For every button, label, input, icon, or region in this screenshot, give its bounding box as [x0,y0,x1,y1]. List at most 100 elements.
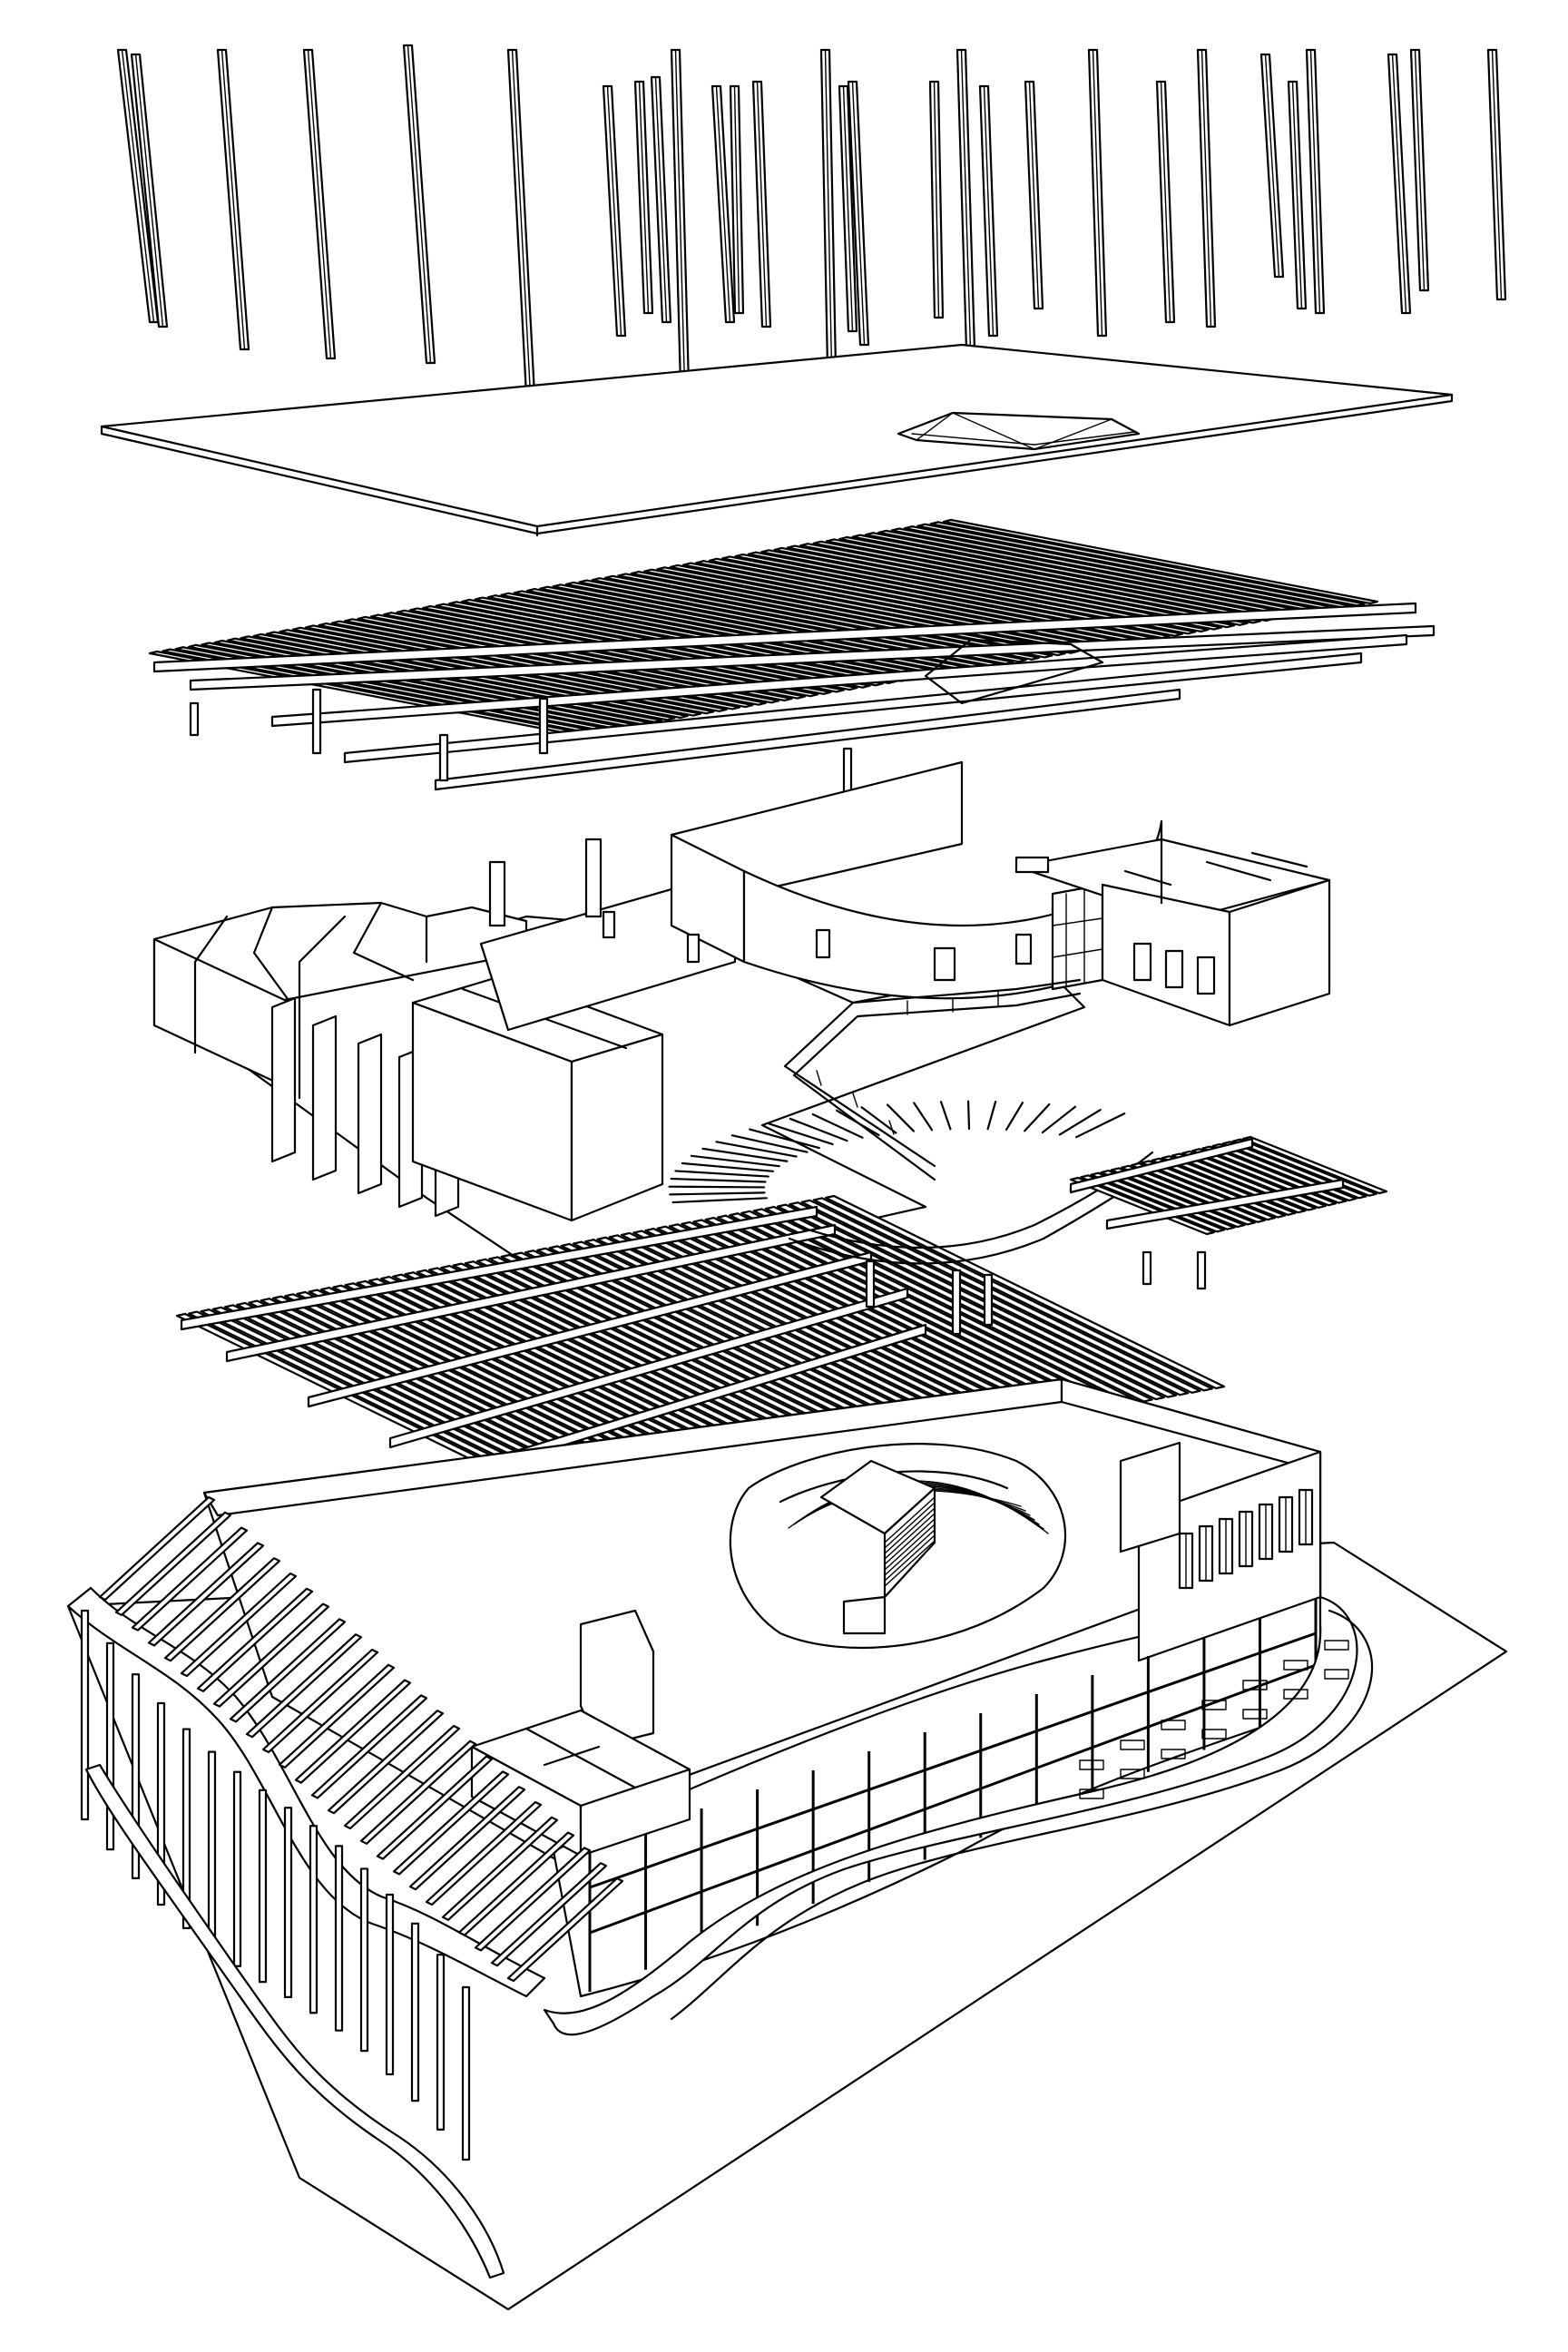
pergola-rafter-18 [376,1755,494,1860]
pergola-base-curve [84,1763,505,2279]
stair-tread-6 [884,1524,936,1571]
floor-joist-51 [776,1203,1178,1398]
pergola-column-8 [258,1788,268,1984]
fan-rib-11 [749,1128,820,1150]
column-edge-16 [851,81,866,346]
pergola-column-9 [283,1807,293,1998]
pergola-rafter-26 [506,1877,624,1983]
seat-11 [1201,1729,1227,1740]
fan-rib-19 [939,1101,952,1131]
stair-tread-3 [884,1507,936,1554]
column-edge-8 [638,81,650,314]
column-edge-25 [1291,81,1303,309]
roof-joist-16 [344,618,780,704]
seat-14 [1324,1669,1349,1680]
floor-beam-4 [388,1287,909,1449]
roof-joist-49 [773,546,1210,633]
pergola-column-14 [410,1922,420,2102]
pergola-column-1 [80,1609,90,1821]
pergola-rafter-4 [147,1542,265,1647]
pergola-rafter-2 [114,1511,232,1616]
seat-1 [1079,1759,1104,1770]
stair-tread-7 [884,1529,936,1576]
roof-slab-top [100,343,1454,535]
seat-10 [1161,1749,1186,1759]
floor-beam-1 [180,1205,818,1331]
stair [819,1459,936,1635]
internal-partition [579,1609,655,1749]
column-edge-1 [121,49,155,323]
fan-rib-8 [701,1147,789,1162]
column-edge-29 [1491,49,1503,300]
fan-post-5 [1196,1250,1207,1290]
fan-post-2 [951,1269,962,1336]
fan-rib-20 [966,1100,971,1131]
pergola-rafter-25 [490,1862,608,1967]
seat-7 [1324,1640,1349,1651]
transom-1 [589,1632,1317,1889]
pergola-column-16 [461,1985,471,2161]
roof-joist-51 [799,543,1236,629]
seat-3 [1161,1720,1186,1730]
column-edge-7 [606,85,622,337]
pergola-rafter-10 [245,1633,363,1739]
fan-rib-14 [811,1112,864,1139]
column-edge-24 [1264,54,1280,278]
column-edge-2 [134,54,164,328]
column-edge-3 [220,49,246,350]
roof-joist-53 [825,538,1262,624]
roof-joist-50 [786,544,1222,631]
pergola-rafter-15 [327,1710,445,1815]
glass-entry [1051,883,1104,991]
pergola-rafters [98,1495,624,1983]
stair-tread-9 [884,1540,936,1587]
fan-post-4 [1142,1250,1152,1286]
column-edge-15 [842,85,854,332]
fan-rib-26 [1074,1112,1126,1139]
right-joist-18 [1241,1135,1388,1195]
fan-rib-24 [1041,1105,1077,1134]
facade-mullions [588,1599,1318,1992]
column-edge-4 [307,49,332,359]
column-edge-20 [1028,81,1040,309]
roof-slab-layer [100,343,1454,537]
fan-rib-12 [768,1122,834,1146]
fan-rib-3 [668,1185,766,1189]
column-edge-22 [1160,81,1171,323]
pergola-column-5 [181,1728,191,1929]
floor-beam-2 [225,1223,837,1363]
pergola-rafter-21 [425,1800,543,1906]
pergola-rafter-20 [408,1786,526,1891]
roof-joist-61 [929,521,1366,607]
column-edge-27 [1391,54,1407,314]
pergola-rafter-22 [441,1816,559,1921]
pergola-column-6 [207,1750,217,1950]
column-edge-10 [674,49,686,387]
column-edge-14 [824,49,833,368]
column-edge-6 [511,49,532,396]
pergola-rafter-19 [392,1770,510,1876]
seat-6 [1283,1660,1308,1671]
pergola-rafter-14 [310,1694,428,1799]
columns-layer [116,44,1507,397]
roof-post-3 [438,733,449,782]
fan-rib-10 [730,1134,808,1153]
pergola-rafter-3 [131,1526,249,1632]
fan-rib-7 [690,1154,780,1168]
ground-floor-layer [66,1377,1508,2311]
column-edge-19 [983,85,995,337]
roof-joist-47 [747,551,1183,637]
stair-tread-8 [884,1534,936,1582]
column-edge-28 [1414,49,1426,291]
fan-rib-6 [681,1161,774,1172]
fan-rib-9 [715,1141,798,1158]
fan-rib-22 [1004,1102,1024,1132]
roof-post-2 [311,688,322,755]
floor-joist-53 [800,1199,1201,1394]
stair-tread-4 [884,1513,936,1560]
pergola-rafter-6 [180,1572,298,1678]
right-block-side [1228,878,1331,1027]
fan-rib-16 [860,1106,897,1134]
roof-joist-17 [357,615,793,702]
